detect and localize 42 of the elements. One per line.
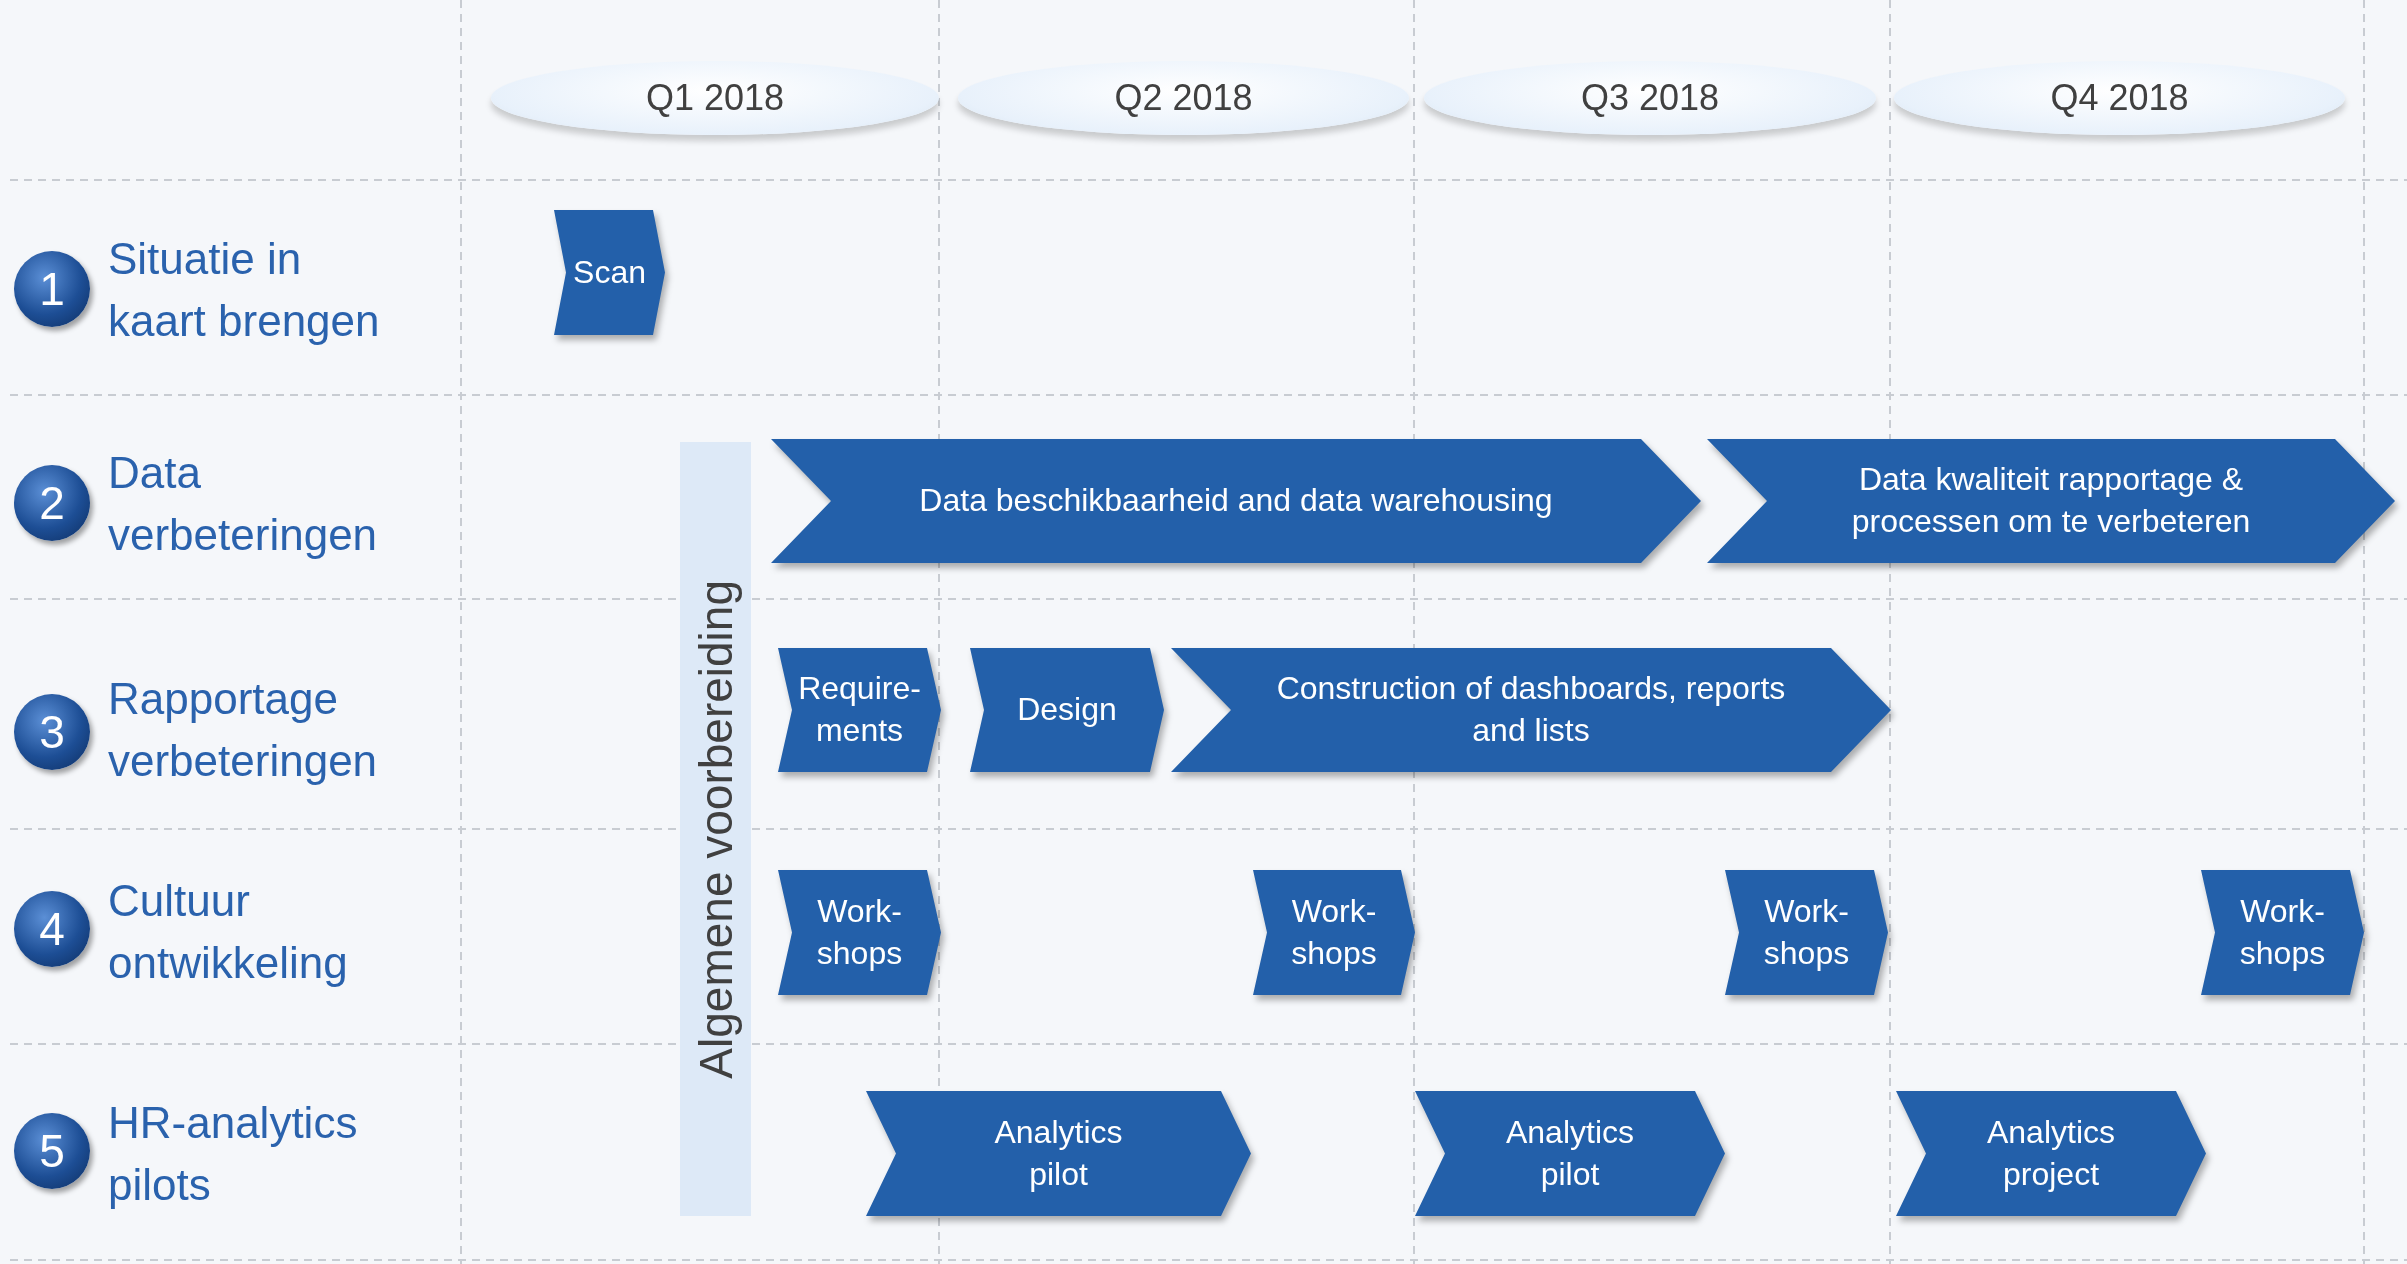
task-label: Work-shops <box>1290 891 1378 973</box>
step-number: 3 <box>14 694 90 770</box>
phase-label: Algemene voorbereiding <box>688 579 743 1079</box>
step-number: 4 <box>14 891 90 967</box>
row-label: Data verbeteringen <box>108 447 379 561</box>
quarter-header: Q4 2018 <box>1894 61 2345 135</box>
phase-band <box>680 442 751 1216</box>
step-number: 1 <box>14 251 90 327</box>
task-label: Analytics pilot <box>1504 1112 1635 1194</box>
row-label: Cultuur ontwikkeling <box>108 875 349 989</box>
task-block <box>1725 870 1888 995</box>
task-block <box>2201 870 2364 995</box>
quarter-header: Q2 2018 <box>958 61 1409 135</box>
task-label: Data kwaliteit rapportage & processen om te verbeteren <box>1850 460 2252 541</box>
row-label: Situatie in kaart brengen <box>108 233 381 347</box>
task-block <box>778 870 941 995</box>
task-label: Work-shops <box>1762 891 1851 973</box>
task-label: Data beschikbaarheid and data warehousing <box>918 481 1554 521</box>
task-label: Scan <box>572 252 647 292</box>
task-block <box>1415 1091 1725 1216</box>
task-label: Construction of dashboards, reports and lists <box>1275 669 1787 750</box>
task-block <box>1896 1091 2206 1216</box>
task-block <box>771 439 1701 563</box>
row-label: Rapportage verbeteringen <box>108 673 379 787</box>
quarter-header: Q1 2018 <box>491 61 939 135</box>
task-label: Require-ments <box>797 669 922 750</box>
task-label: Work-shops <box>815 891 904 973</box>
task-block <box>970 648 1164 772</box>
task-label: Analytics pilot <box>993 1112 1124 1194</box>
task-label: Analytics project <box>1985 1112 2116 1194</box>
task-block <box>554 210 665 335</box>
task-label: Design <box>1016 690 1118 730</box>
task-block <box>1171 648 1891 772</box>
step-number: 5 <box>14 1113 90 1189</box>
task-block <box>778 648 941 772</box>
step-number: 2 <box>14 465 90 541</box>
row-label: HR-analytics pilots <box>108 1097 359 1211</box>
task-label: Work-shops <box>2238 891 2327 973</box>
task-block <box>1707 439 2395 563</box>
task-block <box>866 1091 1251 1216</box>
quarter-header: Q3 2018 <box>1424 61 1876 135</box>
task-block <box>1253 870 1415 995</box>
